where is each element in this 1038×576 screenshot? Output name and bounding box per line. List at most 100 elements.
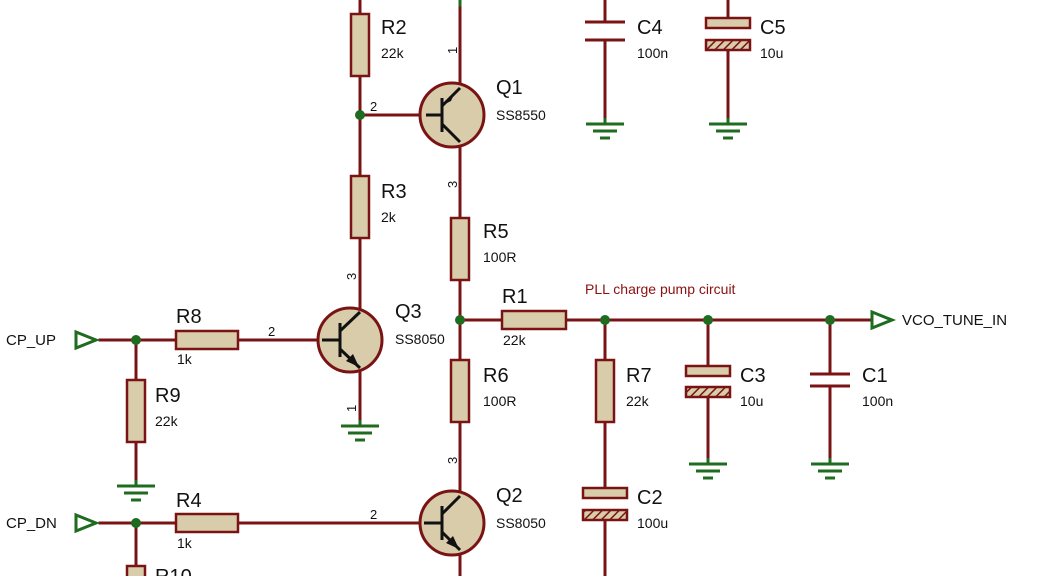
c3-ref: C3 [740, 365, 766, 387]
vco-tune-in-label: VCO_TUNE_IN [902, 312, 1007, 329]
circuit-annotation: PLL charge pump circuit [585, 281, 736, 297]
resistor-r2[interactable]: R2 22k [349, 12, 407, 78]
transistor-body [418, 489, 486, 557]
q3-base-pin: 2 [268, 324, 275, 339]
r4-ref: R4 [176, 490, 202, 512]
input-port-arrow-icon [74, 329, 101, 351]
r4-value: 1k [177, 535, 193, 551]
resistor-r1[interactable]: R1 22k [500, 286, 568, 348]
capacitor-c2[interactable]: C2 100u [581, 486, 668, 531]
port-vco-tune-in[interactable]: VCO_TUNE_IN [870, 309, 1007, 331]
transistor-q1[interactable]: Q1 SS8550 2 1 3 [370, 47, 546, 188]
resistor-r4[interactable]: R4 1k [174, 490, 240, 551]
resistor-r9[interactable]: R9 22k [125, 378, 181, 444]
ground-symbols [117, 118, 849, 502]
resistor-body [449, 216, 471, 282]
r9-value: 22k [155, 413, 179, 429]
cp-up-label: CP_UP [6, 332, 56, 349]
r1-value: 22k [503, 332, 527, 348]
resistor-body [449, 358, 471, 424]
r3-value: 2k [381, 209, 397, 225]
ground-icon [709, 118, 747, 140]
resistor-r3[interactable]: R3 2k [349, 174, 407, 240]
wires [98, 0, 872, 576]
c4-value: 100n [637, 45, 668, 61]
r1-ref: R1 [502, 286, 528, 308]
r5-ref: R5 [483, 221, 509, 243]
q3-value: SS8050 [395, 331, 445, 347]
r8-ref: R8 [176, 306, 202, 328]
resistor-body [125, 564, 147, 576]
q3-collector-pin: 3 [344, 273, 359, 280]
capacitor-c5[interactable]: C5 10u [704, 16, 786, 61]
c5-value: 10u [760, 45, 783, 61]
junctions [131, 110, 835, 528]
q1-value: SS8550 [496, 107, 546, 123]
capacitor-c1[interactable]: C1 100n [810, 365, 893, 409]
c1-ref: C1 [862, 365, 888, 387]
transistor-body [316, 306, 384, 374]
capacitor-plate [581, 486, 629, 500]
r2-ref: R2 [381, 17, 407, 39]
capacitor-plate [704, 38, 752, 52]
q2-ref: Q2 [496, 485, 523, 507]
capacitor-c4[interactable]: C4 100n [585, 17, 668, 61]
q2-value: SS8050 [496, 515, 546, 531]
q3-ref: Q3 [395, 301, 422, 323]
transistor-body [418, 81, 486, 149]
capacitor-plate [684, 385, 732, 399]
junction-dot [131, 518, 141, 528]
q1-emitter-pin: 1 [445, 47, 460, 54]
ground-icon [811, 458, 849, 480]
r6-value: 100R [483, 393, 516, 409]
c2-ref: C2 [637, 487, 663, 509]
junction-dot [703, 315, 713, 325]
r3-ref: R3 [381, 181, 407, 203]
c4-ref: C4 [637, 17, 663, 39]
r5-value: 100R [483, 249, 516, 265]
junction-dot [131, 335, 141, 345]
ground-icon [586, 118, 624, 140]
input-port-arrow-icon [74, 512, 101, 534]
transistor-q2[interactable]: Q2 SS8050 2 3 [370, 457, 546, 557]
r7-ref: R7 [626, 365, 652, 387]
resistor-r5[interactable]: R5 100R [449, 216, 516, 282]
capacitor-c3[interactable]: C3 10u [684, 364, 766, 409]
capacitor-plate [581, 508, 629, 522]
junction-dot [600, 315, 610, 325]
c3-value: 10u [740, 393, 763, 409]
r8-value: 1k [177, 351, 193, 367]
r6-ref: R6 [483, 365, 509, 387]
q3-emitter-pin: 1 [344, 405, 359, 412]
q1-base-pin: 2 [370, 99, 377, 114]
resistor-r7[interactable]: R7 22k [594, 358, 652, 424]
port-cp-up[interactable]: CP_UP [6, 329, 101, 351]
c2-value: 100u [637, 515, 668, 531]
q1-ref: Q1 [496, 77, 523, 99]
capacitor-plate [684, 364, 732, 378]
resistor-r8[interactable]: R8 1k [174, 306, 240, 367]
junction-dot [355, 110, 365, 120]
junction-dot [825, 315, 835, 325]
ground-icon [341, 420, 379, 442]
junction-dot [455, 315, 465, 325]
r10-ref: R10 [155, 566, 192, 576]
capacitor-plate [704, 16, 752, 30]
r2-value: 22k [381, 45, 405, 61]
resistor-body [174, 512, 240, 534]
resistor-body [594, 358, 616, 424]
q2-collector-pin: 3 [445, 457, 460, 464]
resistor-r10[interactable]: R10 [125, 564, 192, 576]
transistor-q3[interactable]: Q3 SS8050 2 3 1 [268, 273, 445, 412]
resistor-r6[interactable]: R6 100R [449, 358, 516, 424]
r9-ref: R9 [155, 385, 181, 407]
resistor-body [174, 329, 240, 351]
port-cp-dn[interactable]: CP_DN [6, 512, 101, 534]
q2-base-pin: 2 [370, 507, 377, 522]
c1-value: 100n [862, 393, 893, 409]
q1-collector-pin: 3 [445, 181, 460, 188]
resistor-body [349, 12, 371, 78]
cp-dn-label: CP_DN [6, 515, 57, 532]
ground-icon [117, 480, 155, 502]
